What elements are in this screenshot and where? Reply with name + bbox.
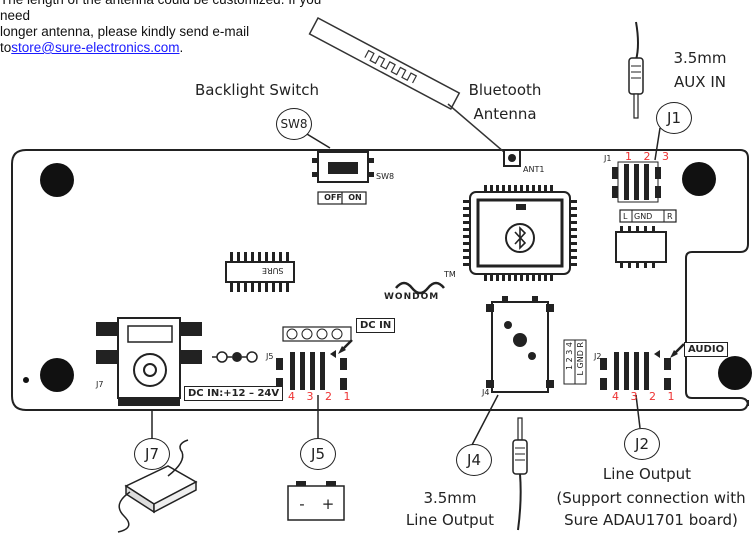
j2-connector — [600, 343, 685, 390]
backlight-switch-label: Backlight Switch — [194, 81, 320, 99]
j4-silk: J4 — [482, 388, 490, 397]
polarity-symbol-icon — [212, 351, 258, 363]
line-output-left-label: Line Output — [405, 511, 495, 529]
antenna-drawing — [308, 16, 461, 111]
brand-tm: TM — [444, 270, 456, 279]
backlight-switch — [312, 151, 374, 205]
dc-range-label: DC IN:+12 – 24V — [184, 386, 284, 401]
support-line-1: (Support connection with — [556, 489, 746, 507]
callout-j5: J5 — [300, 438, 336, 470]
aux-cable — [628, 21, 644, 119]
note-line-2: longer antenna, please kindly send e-mai… — [0, 24, 250, 39]
battery-icon — [287, 481, 345, 521]
bluetooth-label: Bluetooth — [468, 81, 542, 99]
sure-chip-label: SURE — [262, 266, 284, 275]
mount-hole-top-right — [682, 162, 716, 196]
antenna-label: Antenna — [473, 105, 537, 123]
email-link[interactable]: store@sure-electronics.com — [11, 40, 180, 55]
brand-label: WONDOM — [384, 292, 440, 302]
j1-pin-numbers: 1 2 3 — [625, 150, 673, 163]
j2-silk: J2 — [594, 352, 602, 361]
j1-connector — [612, 161, 677, 223]
switch-off-label: OFF — [324, 193, 342, 202]
wondom-logo-icon — [395, 281, 445, 295]
callout-j7: J7 — [134, 438, 170, 470]
switch-on-label: ON — [348, 193, 362, 202]
note-line-3: tostore@sure-electronics.com. — [0, 40, 330, 56]
j2-pin-numbers: 4 3 2 1 — [612, 390, 679, 403]
mount-hole-top-left — [40, 163, 74, 197]
aux-in-label: AUX IN — [674, 73, 726, 91]
line-output-cable — [512, 417, 528, 531]
callout-j1: J1 — [656, 102, 692, 134]
j1-l-label: L — [623, 212, 628, 221]
line-output-right-label: Line Output — [602, 465, 692, 483]
callout-j2: J2 — [624, 428, 660, 460]
sw8-silk: SW8 — [376, 172, 395, 181]
mount-hole-bottom-right — [718, 356, 752, 390]
j5-pin-numbers: 4 3 2 1 — [288, 390, 355, 403]
j1-r-label: R — [667, 212, 673, 221]
note-line-1: The length of the antenna could be custo… — [0, 0, 321, 23]
support-line-2: Sure ADAU1701 board) — [564, 511, 738, 529]
j1-silk: J1 — [604, 154, 612, 163]
j1-gnd-label: GND — [634, 212, 653, 221]
antenna-note: The length of the antenna could be custo… — [0, 0, 330, 56]
audio-label: AUDIO — [684, 342, 729, 357]
aux-size-label: 3.5mm — [673, 49, 727, 67]
j7-silk: J7 — [96, 380, 104, 389]
j4-jack — [486, 296, 587, 393]
j5-silk: J5 — [266, 352, 274, 361]
line-output-left-size: 3.5mm — [423, 489, 477, 507]
mount-hole-bottom-left — [40, 358, 74, 392]
battery-minus: - — [299, 495, 305, 513]
bluetooth-chip — [469, 191, 571, 275]
j4-pin-names: L GND R — [576, 342, 585, 376]
note-prefix: to — [0, 40, 12, 55]
power-adapter-icon — [117, 439, 198, 533]
dc-jack — [96, 317, 202, 406]
chip-pins — [463, 185, 577, 281]
note-suffix: . — [179, 40, 184, 55]
battery-plus: + — [321, 495, 335, 513]
j5-terminal — [276, 326, 353, 390]
callout-sw8: SW8 — [276, 108, 312, 140]
ant1-silk: ANT1 — [523, 165, 545, 174]
j4-pin-numbers: 1 2 3 4 — [565, 342, 574, 370]
dc-in-label: DC IN — [356, 318, 396, 333]
small-chip — [615, 226, 667, 268]
sure-chip — [225, 252, 295, 292]
callout-j4: J4 — [456, 444, 492, 476]
